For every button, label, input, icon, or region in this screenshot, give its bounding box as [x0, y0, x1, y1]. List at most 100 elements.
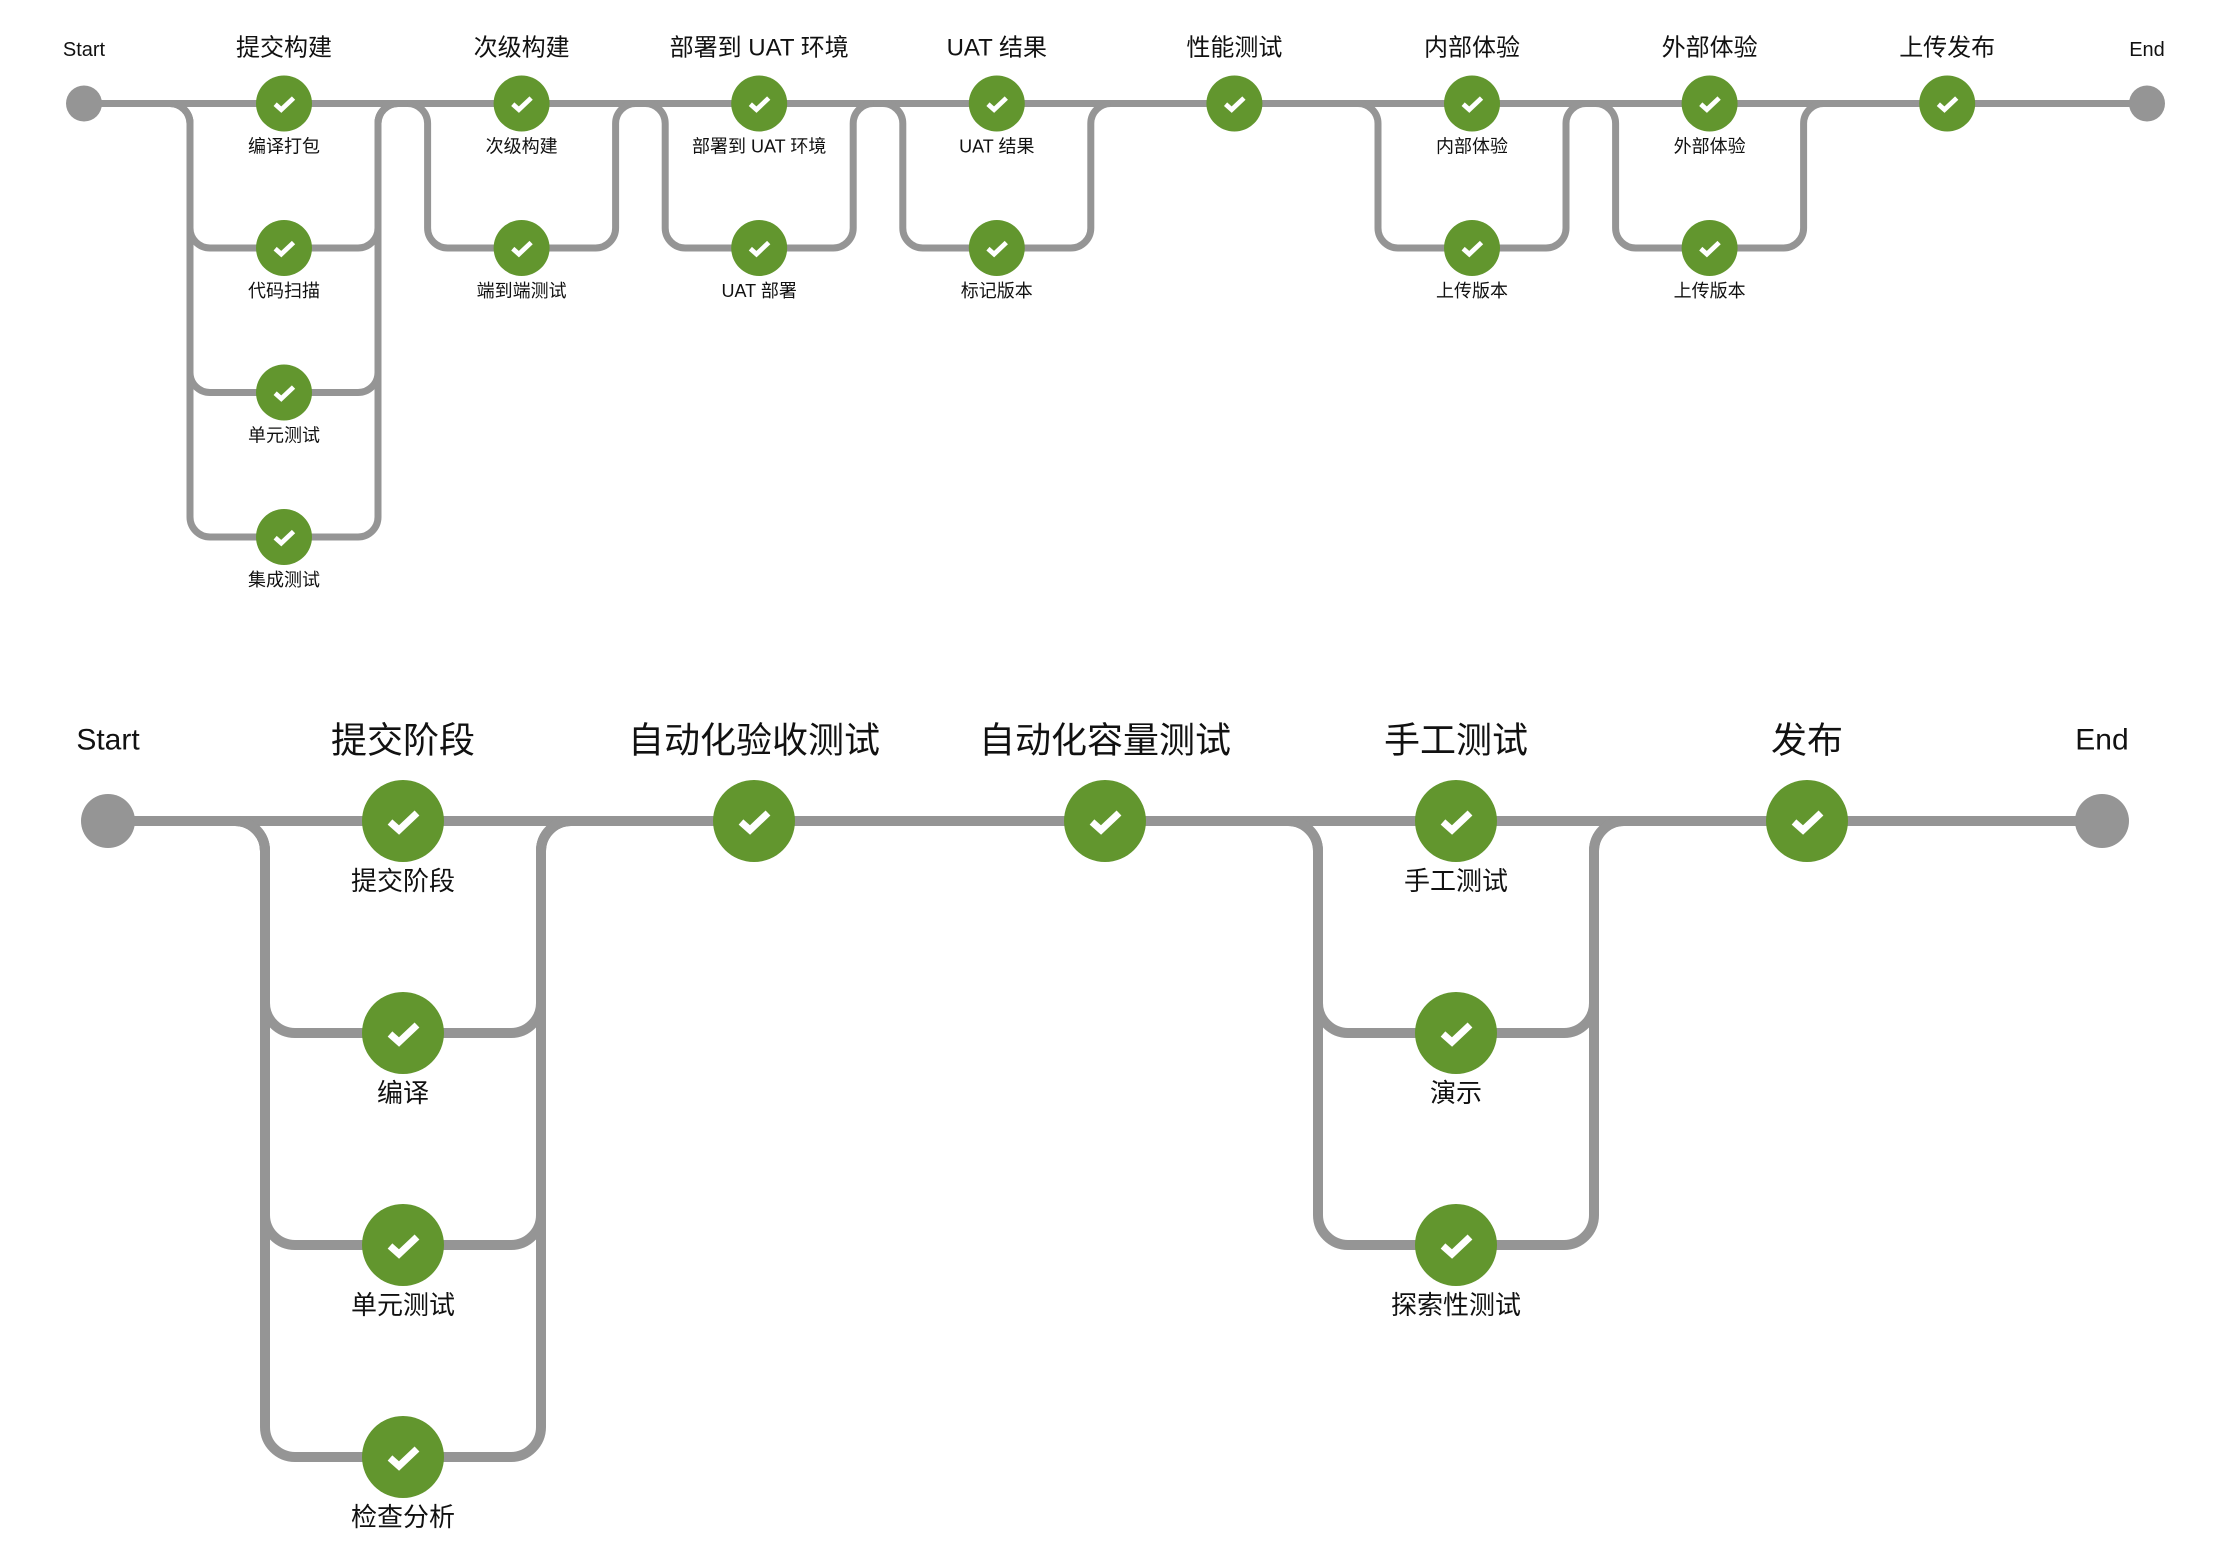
step-node[interactable] — [1415, 992, 1497, 1074]
success-status-icon — [1415, 992, 1497, 1074]
success-status-icon — [493, 220, 550, 276]
checkmark-icon — [511, 240, 533, 258]
step-label: 检查分析 — [351, 1502, 455, 1532]
step-node[interactable] — [1681, 75, 1738, 132]
step-node[interactable] — [1919, 75, 1976, 132]
step-node[interactable] — [1444, 75, 1500, 132]
success-status-icon — [1681, 75, 1738, 132]
start-node-icon — [81, 794, 135, 848]
step-node[interactable] — [1766, 780, 1848, 862]
branch-connector — [169, 100, 399, 541]
stage-title: 自动化容量测试 — [979, 720, 1231, 761]
step-node[interactable] — [1681, 220, 1738, 276]
end-node-icon — [2075, 794, 2129, 848]
step-node[interactable] — [731, 220, 788, 276]
success-status-icon — [256, 220, 312, 276]
success-status-icon — [731, 75, 788, 132]
checkmark-icon — [1791, 810, 1824, 835]
success-status-icon — [1444, 220, 1500, 276]
step-node[interactable] — [713, 780, 795, 862]
step-label: 部署到 UAT 环境 — [692, 137, 826, 157]
step-node[interactable] — [493, 220, 550, 276]
step-node[interactable] — [362, 1416, 444, 1498]
success-status-icon — [493, 75, 550, 132]
success-status-icon — [1766, 780, 1848, 862]
success-status-icon — [731, 220, 788, 276]
checkmark-icon — [1440, 1234, 1473, 1259]
checkmark-icon — [1936, 96, 1959, 113]
step-label: 次级构建 — [486, 137, 558, 157]
step-node[interactable] — [493, 75, 550, 132]
checkmark-icon — [387, 1446, 420, 1471]
checkmark-icon — [273, 529, 296, 547]
success-status-icon — [1919, 75, 1976, 132]
step-node[interactable] — [1415, 780, 1497, 862]
success-status-icon — [362, 1204, 444, 1286]
checkmark-icon — [1461, 240, 1484, 258]
step-node[interactable] — [256, 364, 312, 421]
success-status-icon — [713, 780, 795, 862]
checkmark-icon — [273, 96, 296, 113]
step-node[interactable] — [731, 75, 788, 132]
start-label: Start — [76, 724, 140, 757]
success-status-icon — [1681, 220, 1738, 276]
step-node[interactable] — [1064, 780, 1146, 862]
step-label: 手工测试 — [1404, 866, 1508, 896]
end-node-icon — [2129, 85, 2165, 122]
nodes — [66, 75, 2165, 565]
success-status-icon — [1415, 780, 1497, 862]
step-node[interactable] — [968, 75, 1025, 132]
stage-title: 自动化验收测试 — [628, 720, 880, 761]
start-node-icon — [66, 85, 102, 122]
step-node[interactable] — [362, 1204, 444, 1286]
checkmark-icon — [1461, 96, 1484, 113]
step-label: 提交阶段 — [351, 866, 455, 896]
step-node[interactable] — [1415, 1204, 1497, 1286]
stage-title: 提交构建 — [236, 35, 332, 62]
checkmark-icon — [748, 240, 771, 258]
checkmark-icon — [1699, 240, 1721, 258]
stage-title: 次级构建 — [474, 35, 570, 62]
end-label: End — [2075, 724, 2128, 757]
stage-title: 性能测试 — [1186, 35, 1282, 62]
success-status-icon — [1415, 1204, 1497, 1286]
connector-lines — [108, 816, 2102, 1462]
success-status-icon — [256, 75, 312, 132]
branch-connector — [234, 816, 572, 1462]
start-label: Start — [63, 39, 106, 61]
step-node[interactable] — [968, 220, 1025, 276]
step-node[interactable] — [256, 509, 312, 565]
checkmark-icon — [986, 240, 1008, 258]
step-node[interactable] — [1444, 220, 1500, 276]
success-status-icon — [968, 75, 1025, 132]
step-node[interactable] — [1206, 75, 1263, 132]
success-status-icon — [256, 509, 312, 565]
step-label: 内部体验 — [1436, 137, 1508, 157]
step-label: 端到端测试 — [477, 281, 567, 301]
step-label: 编译 — [377, 1078, 429, 1108]
step-label: UAT 结果 — [959, 137, 1034, 157]
step-label: 集成测试 — [248, 570, 320, 590]
step-label: 探索性测试 — [1391, 1290, 1521, 1320]
stage-title: 发布 — [1771, 720, 1843, 761]
step-label: 单元测试 — [248, 426, 320, 446]
success-status-icon — [362, 780, 444, 862]
success-status-icon — [362, 1416, 444, 1498]
checkmark-icon — [273, 385, 296, 402]
checkmark-icon — [511, 96, 533, 113]
checkmark-icon — [1223, 96, 1246, 113]
step-node[interactable] — [256, 220, 312, 276]
nodes — [81, 780, 2129, 1498]
step-node[interactable] — [256, 75, 312, 132]
checkmark-icon — [1089, 810, 1122, 835]
checkmark-icon — [986, 96, 1008, 113]
stage-title: 内部体验 — [1424, 35, 1520, 62]
step-node[interactable] — [362, 780, 444, 862]
checkmark-icon — [1440, 810, 1473, 835]
step-node[interactable] — [362, 992, 444, 1074]
